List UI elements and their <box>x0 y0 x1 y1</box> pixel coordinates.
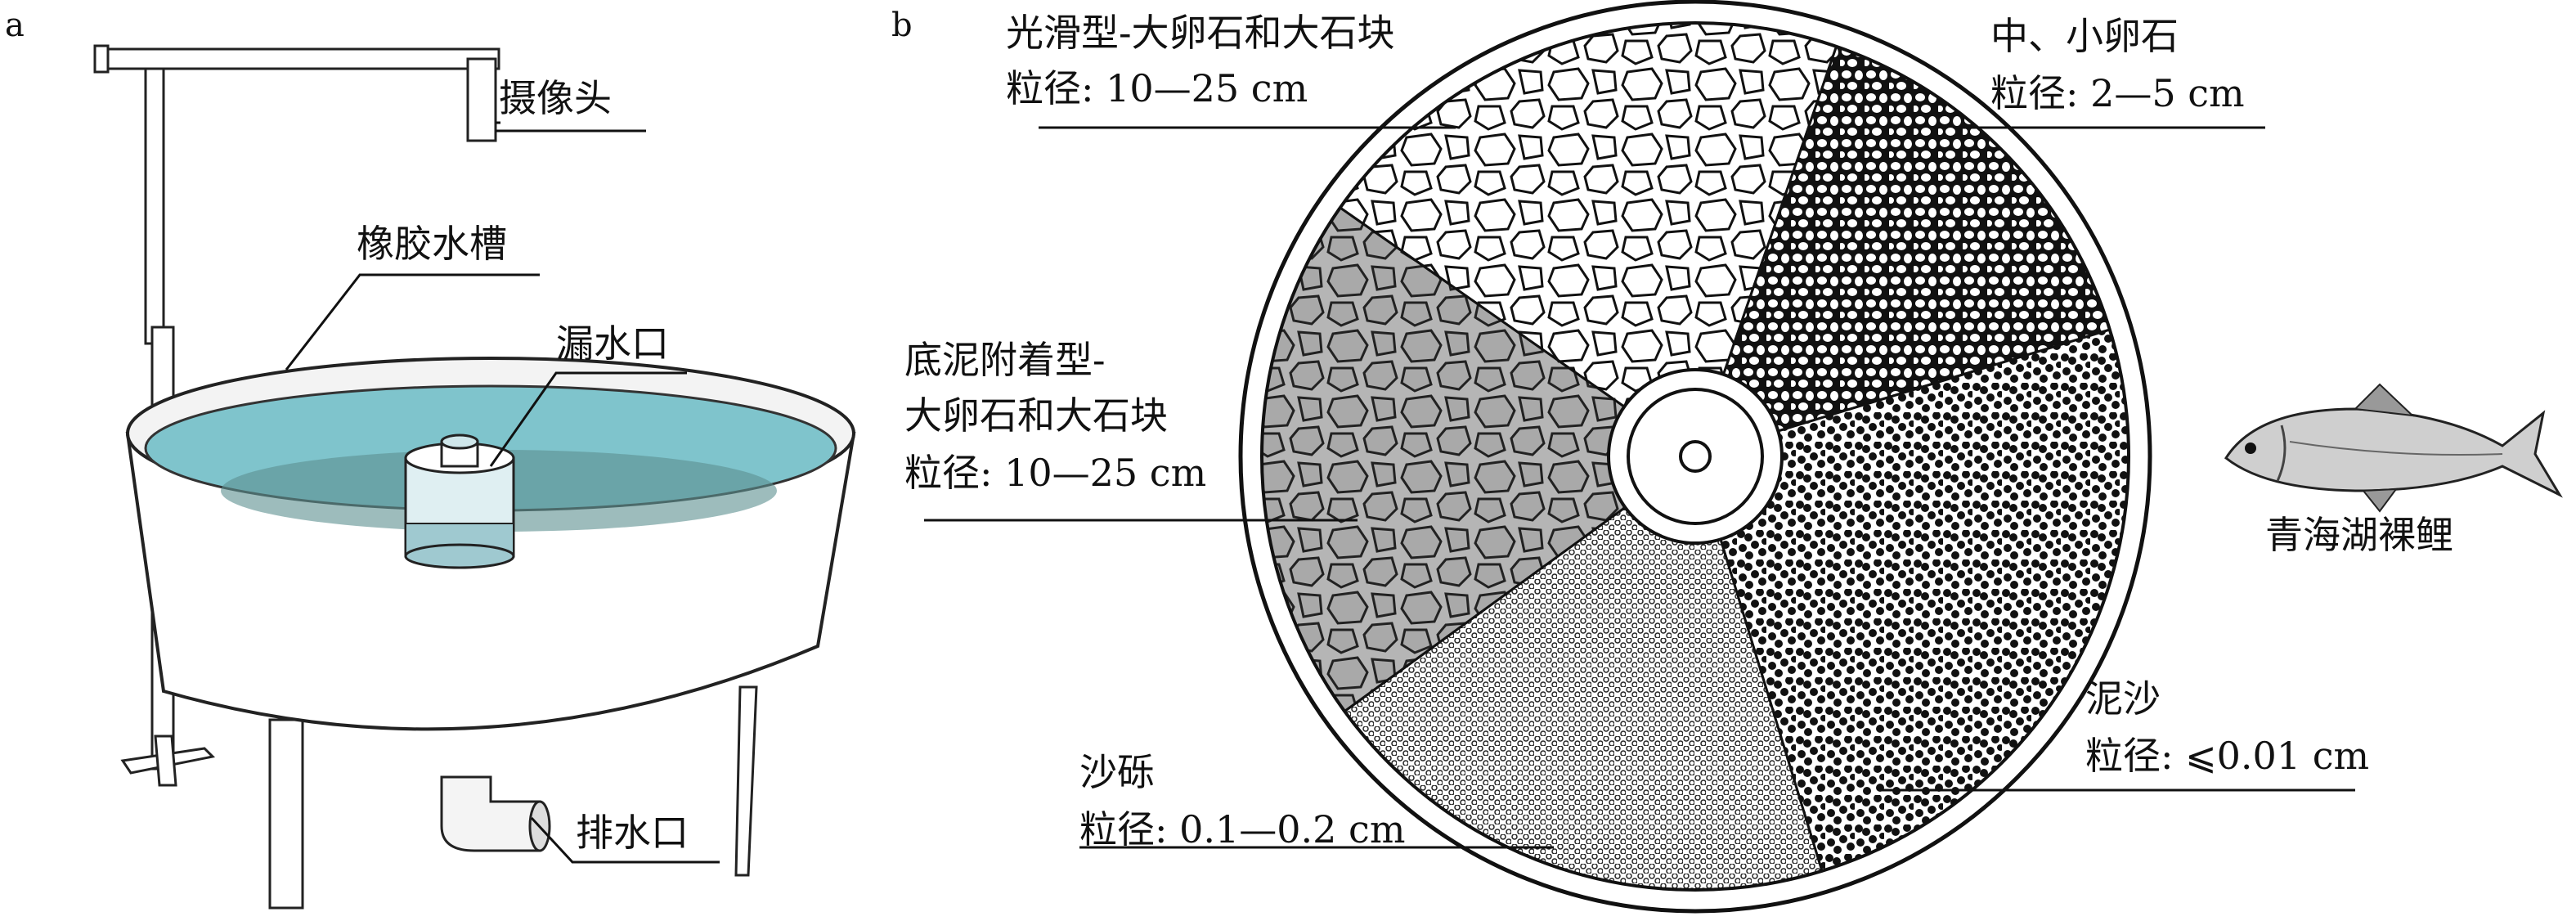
disc-outline <box>1238 0 2152 914</box>
pebble-size: 粒径: 2—5 cm <box>1990 71 2245 115</box>
tank-leg <box>734 685 758 877</box>
panel-b: b 光滑型-大卵石和大石块 粒径: 10—25 cm 中、小卵石 粒径: 2—5… <box>891 0 2563 914</box>
smooth-title: 光滑型-大卵石和大石块 <box>1006 11 1395 55</box>
drain-label: 排水口 <box>576 811 689 855</box>
tank-leg <box>268 718 304 910</box>
mud-title: 泥沙 <box>2085 676 2161 721</box>
naked-carp-fish-illustration <box>2224 383 2563 513</box>
overflow-cylinder <box>404 434 515 569</box>
drain-pipe <box>440 775 541 852</box>
tank-label: 橡胶水槽 <box>357 222 507 266</box>
pebble-title: 中、小卵石 <box>1990 14 2179 58</box>
panel-a-label: a <box>5 7 25 44</box>
silt-size: 粒径: 10—25 cm <box>904 451 1206 495</box>
mud-size: 粒径: ⩽0.01 cm <box>2085 734 2369 778</box>
overflow-label: 漏水口 <box>556 321 669 366</box>
silt-title-1: 底泥附着型- <box>904 338 1106 382</box>
panel-b-label: b <box>891 7 913 44</box>
camera-label: 摄像头 <box>499 76 612 120</box>
silt-title-2: 大卵石和大石块 <box>904 393 1168 438</box>
gravel-size: 粒径: 0.1—0.2 cm <box>1079 807 1405 851</box>
camera-icon <box>466 57 497 142</box>
smooth-size: 粒径: 10—25 cm <box>1006 66 1308 110</box>
panel-a: a 摄像头 <box>5 7 856 910</box>
gravel-title: 沙砾 <box>1079 750 1155 794</box>
fish-label: 青海湖裸鲤 <box>2265 513 2453 557</box>
substrate-disc <box>1260 21 2130 892</box>
